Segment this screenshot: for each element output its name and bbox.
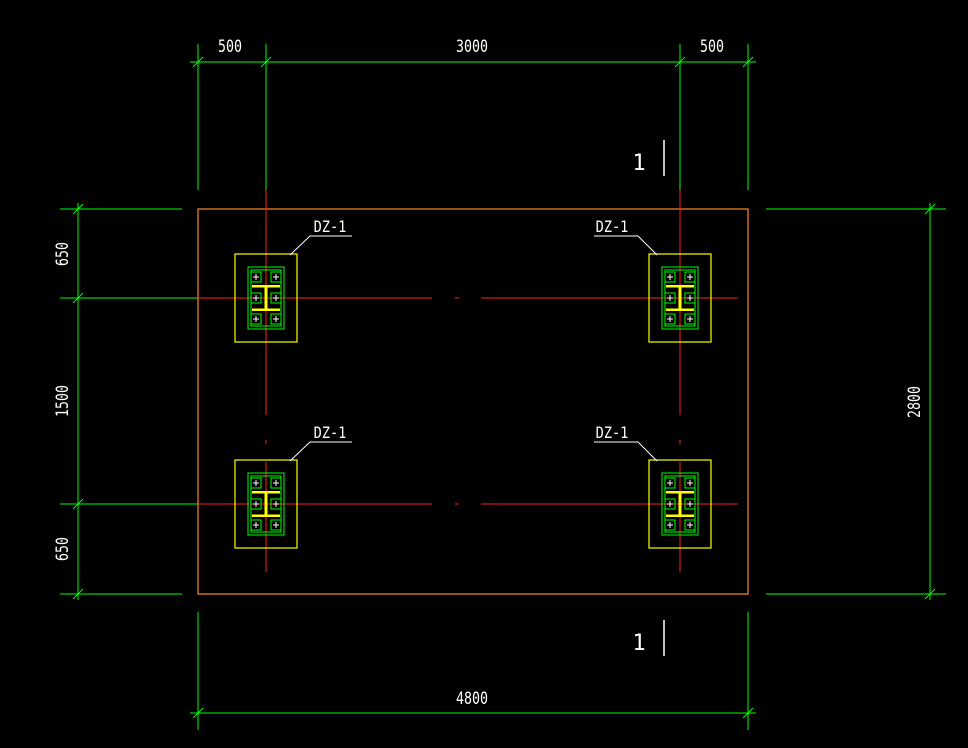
- column-label: DZ-1: [596, 424, 629, 442]
- anchor-bolt-icon: [684, 313, 696, 325]
- anchor-bolt-icon: [270, 313, 282, 325]
- base-plate: [648, 253, 712, 343]
- leader-line: [594, 441, 658, 462]
- column-label: DZ-1: [314, 218, 347, 236]
- top-dimension-chain: [190, 44, 756, 190]
- column-base-bottom-left: [234, 459, 298, 549]
- anchor-bolt-icon: [270, 292, 282, 304]
- column-label: DZ-1: [314, 424, 347, 442]
- i-beam-section-icon: [252, 491, 280, 517]
- dim-top-3000: 3000: [456, 36, 488, 56]
- column-label-group-bottom-left: DZ-1: [289, 424, 352, 462]
- anchor-group-outer: [661, 472, 699, 536]
- base-plate: [234, 459, 298, 549]
- leader-line: [289, 441, 352, 462]
- dim-left-650-top: 650: [52, 242, 72, 266]
- dim-bottom-4800: 4800: [456, 688, 488, 708]
- anchor-bolt-icon: [250, 313, 262, 325]
- column-label-group-top-left: DZ-1: [289, 218, 352, 256]
- section-mark-top-label: 1: [632, 151, 645, 176]
- anchor-bolt-icon: [664, 498, 676, 510]
- column-label: DZ-1: [596, 218, 629, 236]
- right-dimension: [766, 203, 946, 600]
- anchor-group-outer: [247, 266, 285, 330]
- anchor-bolt-icon: [684, 498, 696, 510]
- slab-outline: [197, 208, 749, 595]
- anchor-bolt-icon: [684, 271, 696, 283]
- anchor-bolt-icon: [684, 292, 696, 304]
- anchor-bolt-icon: [664, 519, 676, 531]
- bottom-dimension: [190, 612, 756, 730]
- anchor-bolt-icon: [664, 477, 676, 489]
- left-dimension-chain: [60, 203, 198, 600]
- anchor-group-outer: [661, 266, 699, 330]
- anchor-bolt-icon: [270, 519, 282, 531]
- anchor-bolt-icon: [664, 292, 676, 304]
- column-label-group-top-right: DZ-1: [594, 218, 658, 256]
- column-base-top-left: [234, 253, 298, 343]
- column-bases: [234, 253, 712, 549]
- base-plate: [234, 253, 298, 343]
- anchor-bolt-icon: [250, 292, 262, 304]
- dim-left-1500: 1500: [52, 385, 72, 417]
- anchor-bolt-icon: [270, 271, 282, 283]
- anchor-bolt-icon: [250, 477, 262, 489]
- i-beam-section-icon: [666, 285, 694, 311]
- anchor-group-outer: [247, 472, 285, 536]
- anchor-bolt-icon: [684, 477, 696, 489]
- anchor-bolt-icon: [250, 519, 262, 531]
- anchor-bolt-icon: [250, 498, 262, 510]
- column-label-group-bottom-right: DZ-1: [594, 424, 658, 462]
- anchor-bolt-icon: [270, 477, 282, 489]
- dim-left-650-bottom: 650: [52, 537, 72, 561]
- anchor-bolt-icon: [684, 519, 696, 531]
- anchor-bolt-icon: [664, 313, 676, 325]
- i-beam-section-icon: [666, 491, 694, 517]
- column-labels: DZ-1 DZ-1 DZ-1 DZ-1: [289, 218, 658, 462]
- leader-line: [594, 235, 658, 256]
- base-plate: [648, 459, 712, 549]
- anchor-bolt-icon: [270, 498, 282, 510]
- i-beam-section-icon: [252, 285, 280, 311]
- dim-right-2800: 2800: [904, 386, 924, 418]
- section-mark-top: 1: [632, 140, 665, 176]
- dim-top-500-left: 500: [218, 36, 242, 56]
- section-mark-bottom: 1: [632, 620, 665, 656]
- column-base-bottom-right: [648, 459, 712, 549]
- anchor-bolt-icon: [664, 271, 676, 283]
- section-mark-bottom-label: 1: [632, 631, 645, 656]
- dim-top-500-right: 500: [700, 36, 724, 56]
- column-base-top-right: [648, 253, 712, 343]
- leader-line: [289, 235, 352, 256]
- anchor-bolt-icon: [250, 271, 262, 283]
